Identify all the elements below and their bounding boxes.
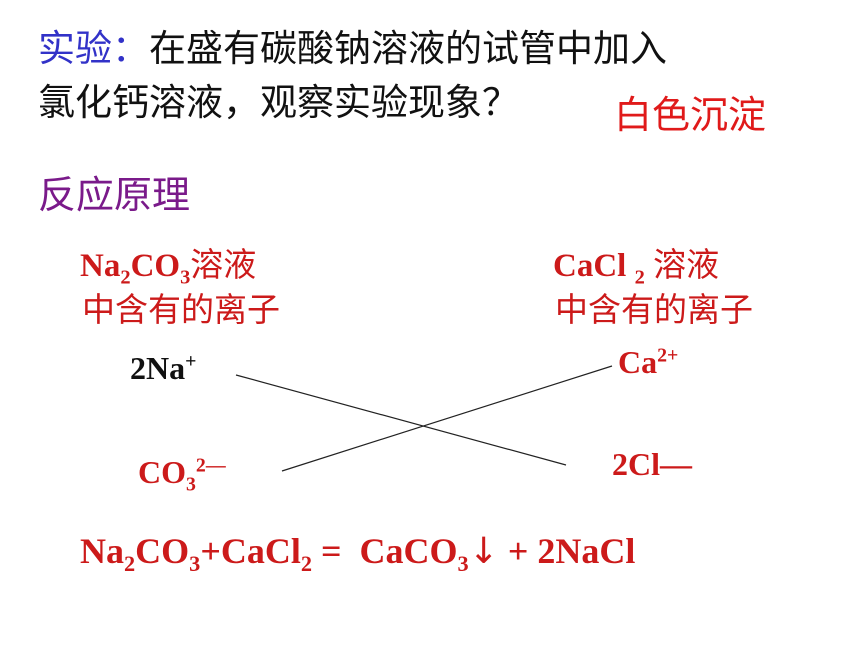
left-solution-suffix: 溶液	[190, 245, 257, 284]
ion-sodium-charge: +	[185, 350, 197, 373]
ion-chloride-charge: —	[660, 446, 692, 482]
right-solution-title: CaCl 2 溶液	[553, 238, 720, 289]
precipitate-arrow-icon: ↓	[468, 531, 499, 572]
eq-part-5: + 2NaCl	[498, 531, 636, 571]
eq-part-2: CO	[135, 531, 190, 571]
eq-sub-1: 2	[124, 551, 136, 577]
left-solution-subtitle: 中含有的离子	[82, 290, 280, 329]
formula-cacl: CaCl	[553, 248, 627, 284]
ion-carbonate: CO32—	[138, 454, 226, 494]
eq-equals: =	[311, 531, 360, 571]
eq-sub-2: 3	[189, 551, 201, 577]
question-line-2: 氯化钙溶液，观察实验现象？	[38, 81, 519, 124]
ion-sodium-base: 2Na	[130, 350, 186, 386]
eq-part-4: CaCO	[359, 531, 458, 571]
formula-na-sub: 2	[120, 266, 131, 289]
ion-chloride-base: 2Cl	[612, 446, 660, 482]
formula-co: CO	[130, 248, 181, 284]
ion-chloride: 2Cl—	[612, 446, 692, 483]
line-co3-to-ca	[281, 365, 613, 472]
question-text-1: 在盛有碳酸钠溶液的试管中加入	[149, 27, 667, 70]
eq-part-3: +CaCl	[200, 531, 301, 571]
section-title: 反应原理	[38, 173, 191, 217]
ion-calcium-base: Ca	[618, 344, 658, 380]
formula-co-sub: 3	[180, 266, 191, 289]
question-line-1: 实验：在盛有碳酸钠溶液的试管中加入	[38, 22, 667, 76]
eq-sub-3: 2	[300, 551, 312, 577]
eq-part-1: Na	[80, 531, 124, 571]
eq-sub-4: 3	[457, 551, 469, 577]
experiment-label: 实验：	[38, 27, 149, 70]
left-solution-title: Na2CO3溶液	[80, 238, 257, 289]
formula-na: Na	[80, 248, 121, 284]
ion-calcium: Ca2+	[618, 344, 678, 381]
ion-calcium-charge: 2+	[657, 344, 679, 367]
ion-carbonate-base: CO	[138, 454, 186, 490]
reaction-equation: Na2CO3+CaCl2 = CaCO3↓ + 2NaCl	[80, 530, 636, 575]
line-na-to-cl	[235, 374, 567, 466]
answer-text: 白色沉淀	[614, 93, 767, 137]
ion-sodium: 2Na+	[130, 350, 196, 387]
right-solution-suffix: 溶液	[653, 245, 720, 284]
ion-carbonate-charge: 2—	[195, 454, 226, 477]
ion-carbonate-sub: 3	[186, 473, 196, 496]
formula-cacl-sub: 2	[634, 266, 645, 289]
right-solution-subtitle: 中含有的离子	[555, 290, 753, 329]
